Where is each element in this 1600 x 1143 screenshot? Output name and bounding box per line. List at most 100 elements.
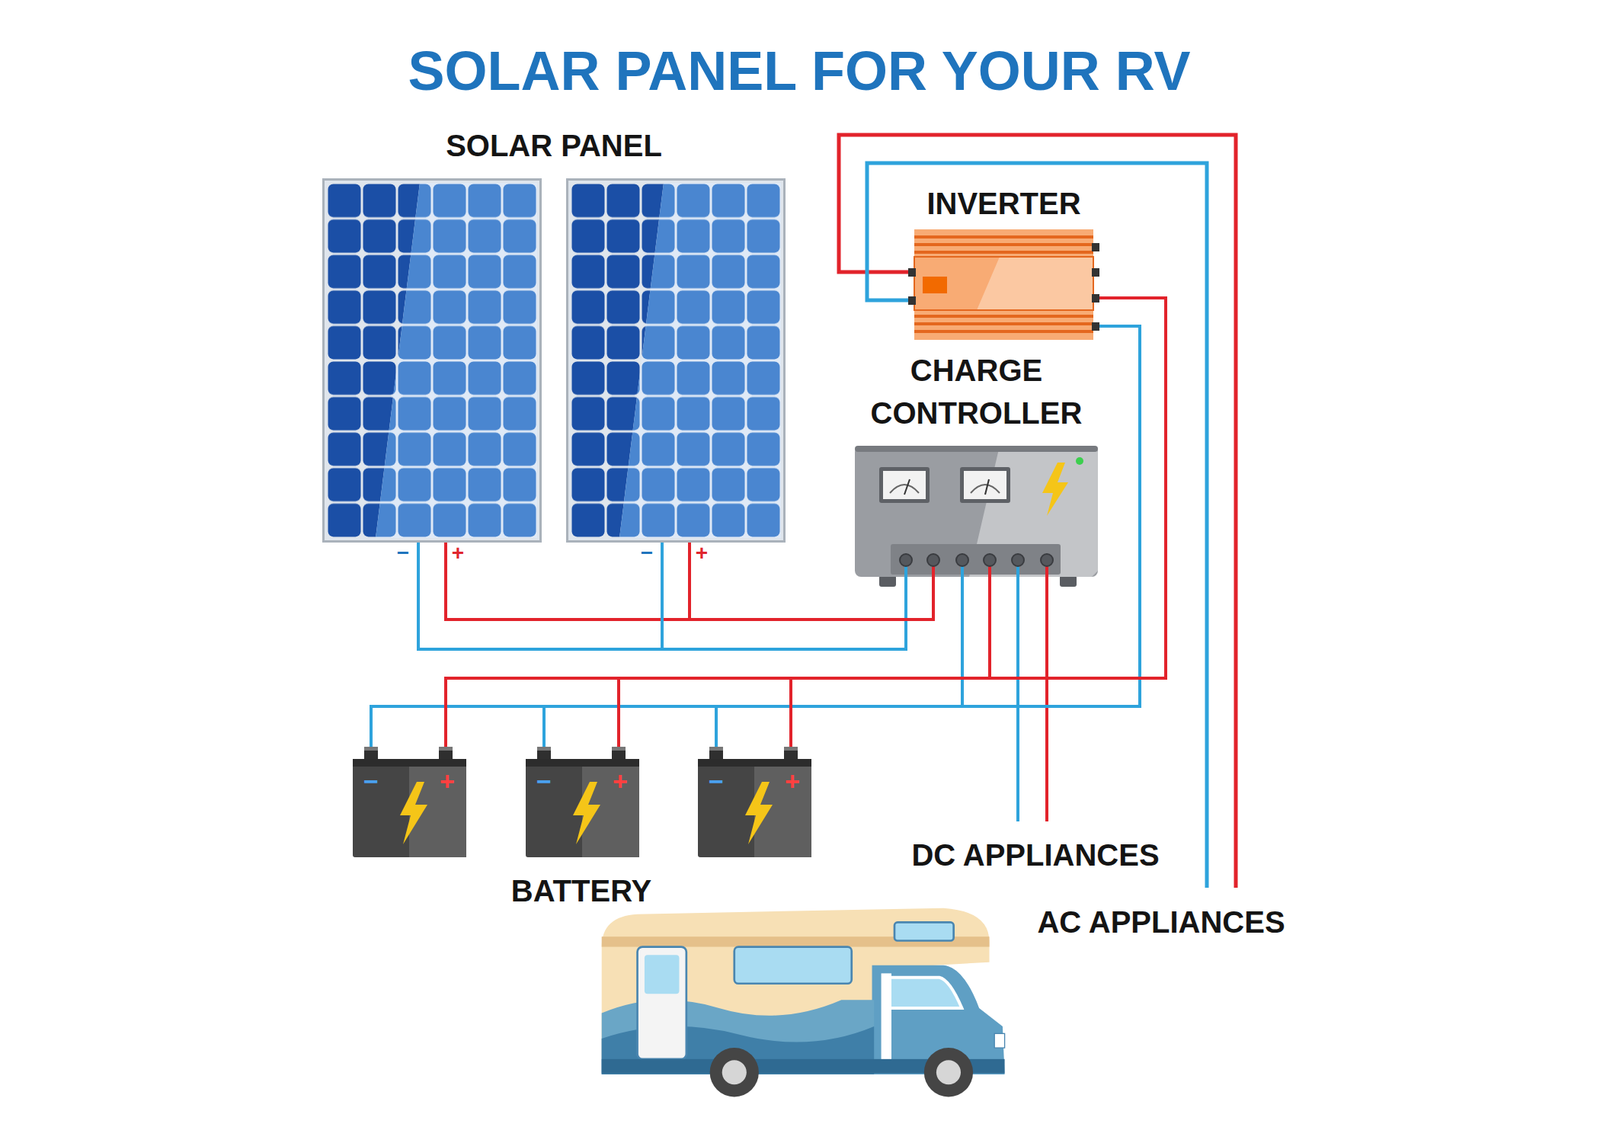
battery-body-part [352, 758, 467, 767]
inverter-body-part [1091, 322, 1100, 331]
panel-leads-part [660, 542, 664, 564]
ac-wires [838, 134, 1236, 888]
ac-appliances-label: AC APPLIANCES [1036, 904, 1285, 940]
dc-wires-part [1045, 576, 1049, 822]
controller-body-part [985, 479, 989, 495]
rv-illustration-part [722, 1059, 747, 1085]
wire-pair [418, 563, 934, 650]
rv-illustration-part [886, 977, 962, 1008]
battery: −+ [525, 746, 640, 858]
polarity-minus: − [640, 540, 653, 566]
controller-feet [879, 575, 1077, 587]
ac-wires-part [838, 134, 1236, 888]
inverter-body-part [914, 229, 1094, 340]
solar-panel-part [375, 182, 538, 538]
panel-label: SOLAR PANEL [445, 128, 663, 164]
controller-body-part [983, 553, 996, 567]
controller-body-part [854, 445, 1098, 577]
battery-body-part [572, 781, 601, 845]
inverter-body-part [908, 268, 916, 277]
controller-body-part [927, 553, 940, 567]
solar-panel: −+ [322, 178, 542, 564]
inverter-body-part [1091, 268, 1100, 277]
wire-pair-part [418, 563, 906, 650]
controller-body-part [889, 484, 919, 493]
solar-panel-part [323, 179, 541, 542]
controller-body-part [1040, 553, 1053, 567]
wire-pair-part [790, 297, 1166, 747]
controller-feet-part [1059, 575, 1077, 587]
inverter-body [908, 229, 1100, 340]
rv-illustration-part [734, 947, 852, 984]
dc-appliances-label: DC APPLIANCES [911, 837, 1159, 873]
polarity-plus: + [612, 766, 628, 797]
controller-body-part [883, 470, 926, 500]
battery-body [352, 746, 467, 858]
polarity-plus: + [439, 766, 455, 797]
controller-body-part [879, 467, 930, 503]
controller-body-part [890, 544, 1061, 575]
diagram-title: SOLAR PANEL FOR YOUR RV [408, 39, 1191, 103]
inverter-body-part [914, 250, 1094, 254]
wire-pair [371, 576, 990, 747]
rv-illustration-part [881, 972, 892, 1070]
wire-pair-part [790, 576, 990, 747]
inverter-body-part [922, 276, 948, 294]
solar-panel: −+ [566, 178, 786, 564]
battery-body-part [745, 781, 773, 845]
battery-body [697, 746, 812, 858]
polarity-plus: + [451, 540, 464, 566]
wire-pair-part [716, 576, 963, 747]
rv-illustration-part [710, 1047, 759, 1097]
wire-pair [544, 576, 990, 747]
solar-panel-part [619, 182, 781, 538]
inverter-body-part [1091, 243, 1100, 252]
panel-leads [566, 178, 786, 564]
polarity-minus: − [396, 540, 410, 566]
wire-pair-part [371, 576, 963, 747]
rv-illustration [601, 908, 1005, 1098]
battery-body-part [611, 746, 626, 751]
polarity-plus: + [695, 540, 708, 566]
panel-leads-part [416, 542, 420, 564]
inverter-body-part [976, 256, 1094, 311]
charge-controller: CHARGE CONTROLLER [854, 348, 1098, 577]
solar-panel-part [619, 182, 781, 538]
inverter-body-part [914, 322, 1094, 326]
battery-body-part [697, 758, 812, 858]
solar-panel-part [375, 182, 538, 538]
rv-illustration-part [637, 947, 687, 1060]
inverter-body-part [914, 235, 1094, 239]
polarity-plus: + [784, 766, 800, 797]
controller-body-part [963, 470, 1007, 500]
battery-body-part [697, 758, 812, 767]
battery-body [525, 746, 640, 858]
controller-body-part [854, 445, 1098, 452]
wire-pair [716, 576, 990, 747]
inverter-body-part [908, 296, 916, 305]
polarity-minus: − [708, 766, 724, 797]
dc-wires-part [1016, 576, 1020, 822]
battery: −+ [697, 746, 812, 858]
controller-body-part [904, 479, 910, 495]
wire-pair-part [618, 576, 990, 747]
dc-wires [1017, 576, 1047, 822]
controller-body [854, 445, 1098, 577]
inverter-body-part [914, 243, 1094, 247]
battery-body-part [352, 758, 467, 858]
battery-body-part [400, 781, 428, 845]
rv-illustration-part [894, 921, 954, 941]
controller-body-part [899, 553, 912, 567]
battery-body-part [525, 758, 640, 767]
battery-body-part [784, 746, 798, 751]
solar-panel-part [567, 179, 785, 542]
panel-leads-part [444, 542, 448, 564]
battery-body-part [537, 746, 551, 751]
inverter-body-part [914, 329, 1094, 333]
panel-leads-part [688, 542, 692, 564]
solar-panel-part [326, 182, 538, 538]
wire-pair-part [445, 297, 1166, 747]
battery-body-part [525, 758, 640, 858]
node-heading: CHARGE CONTROLLER [862, 348, 1092, 435]
